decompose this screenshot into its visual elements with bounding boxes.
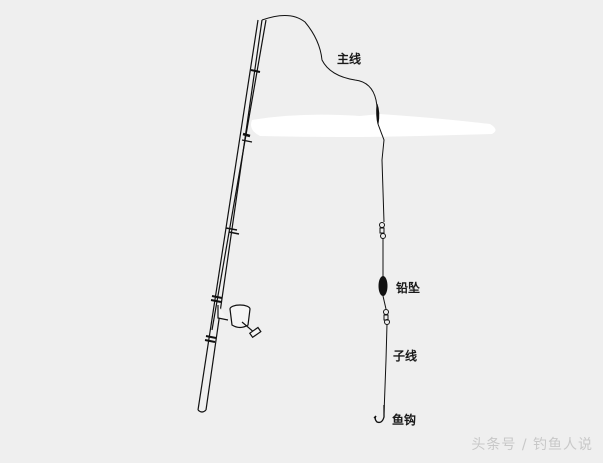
spinning-reel <box>217 304 262 339</box>
main-line <box>261 15 379 113</box>
watermark: 头条号 / 钓鱼人说 <box>471 437 593 453</box>
float-icon <box>376 103 380 125</box>
label-main-line: 主线 <box>337 52 362 66</box>
swivel-icon <box>382 295 390 325</box>
label-sinker: 铅坠 <box>396 281 421 295</box>
sinker-icon <box>378 276 388 296</box>
fishing-rod <box>197 19 267 413</box>
main-line-lower <box>377 123 385 223</box>
fish-hook-icon <box>373 405 385 424</box>
swivel-icon <box>379 222 386 276</box>
leader-line <box>383 323 388 415</box>
label-leader-line: 子线 <box>393 349 418 363</box>
white-band <box>251 114 496 137</box>
label-hook: 鱼钩 <box>392 413 417 427</box>
